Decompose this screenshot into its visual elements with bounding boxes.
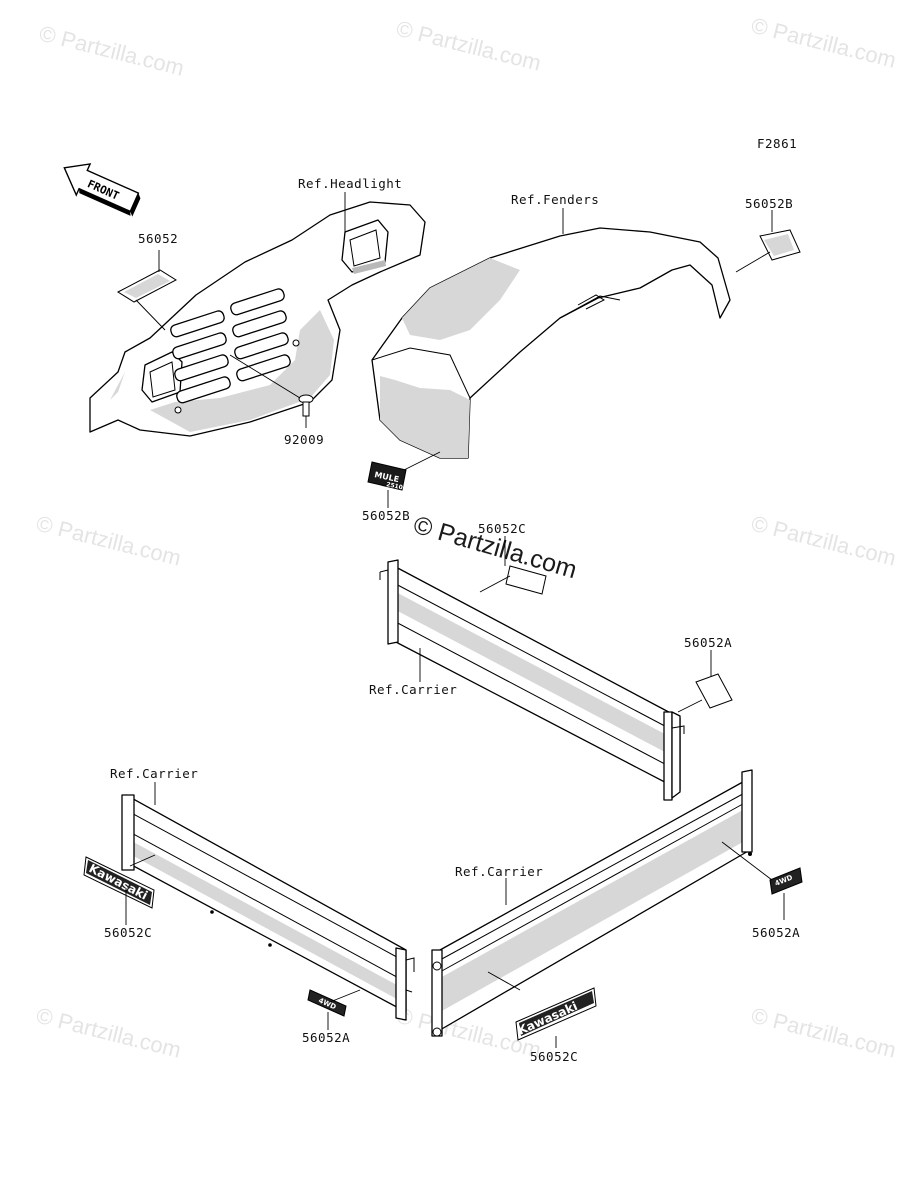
leader-line — [329, 989, 361, 1003]
rear-carrier-gate — [379, 559, 685, 801]
leader-line — [135, 299, 166, 331]
label-56052C-left: 56052C — [104, 925, 152, 940]
decal-kawasaki-right: Kawasaki — [515, 987, 597, 1041]
decal-56052-front — [116, 269, 178, 303]
decal-56052B-top — [759, 229, 801, 261]
left-carrier-side — [121, 794, 415, 1021]
label-56052C-right: 56052C — [530, 1049, 578, 1064]
figure-code: F2861 — [757, 136, 797, 151]
label-92009: 92009 — [284, 432, 324, 447]
decal-56052A-mid — [695, 673, 733, 709]
leader-line — [487, 971, 521, 991]
label-ref-carrier-rear: Ref.Carrier — [369, 682, 457, 697]
front-arrow-icon: FRONT — [63, 163, 141, 217]
rear-fender — [371, 227, 731, 459]
decal-mule: MULE 2510 — [367, 461, 407, 491]
watermark: © Partzilla.com — [749, 511, 899, 571]
label-56052A-left: 56052A — [302, 1030, 350, 1045]
watermark: © Partzilla.com — [34, 1003, 184, 1063]
label-ref-carrier-left: Ref.Carrier — [110, 766, 198, 781]
watermark: © Partzilla.com — [34, 511, 184, 571]
label-ref-carrier-right: Ref.Carrier — [455, 864, 543, 879]
label-56052A-mid: 56052A — [684, 635, 732, 650]
decal-mule-subtext: 2510 — [386, 481, 404, 491]
bolt-92009 — [298, 394, 314, 417]
label-ref-headlight: Ref.Headlight — [298, 176, 402, 191]
watermark: © Partzilla.com — [37, 21, 187, 81]
front-grille-panel — [89, 201, 426, 437]
leader-line — [721, 841, 773, 881]
label-56052C-mid: 56052C — [478, 521, 526, 536]
watermark: © Partzilla.com — [749, 13, 899, 73]
grille-louvers — [170, 288, 291, 404]
right-carrier-side — [431, 769, 753, 1037]
label-56052B-mid: 56052B — [362, 508, 410, 523]
label-ref-fenders: Ref.Fenders — [511, 192, 599, 207]
decal-4wd-left: 4WD — [307, 989, 347, 1017]
leader-line — [229, 354, 301, 399]
watermark: © Partzilla.com — [749, 1003, 899, 1063]
leader-line — [479, 575, 511, 593]
watermark: © Partzilla.com — [394, 16, 544, 76]
decal-56052C-mid — [505, 565, 547, 595]
decal-4wd-right: 4WD — [769, 867, 803, 895]
label-56052B-top: 56052B — [745, 196, 793, 211]
label-56052-front: 56052 — [138, 231, 178, 246]
leader-line — [735, 251, 771, 273]
leader-line — [129, 854, 156, 867]
decal-4wd-text: 4WD — [317, 997, 337, 1012]
leader-line — [677, 699, 703, 713]
label-56052A-right: 56052A — [752, 925, 800, 940]
leader-line — [403, 451, 441, 471]
